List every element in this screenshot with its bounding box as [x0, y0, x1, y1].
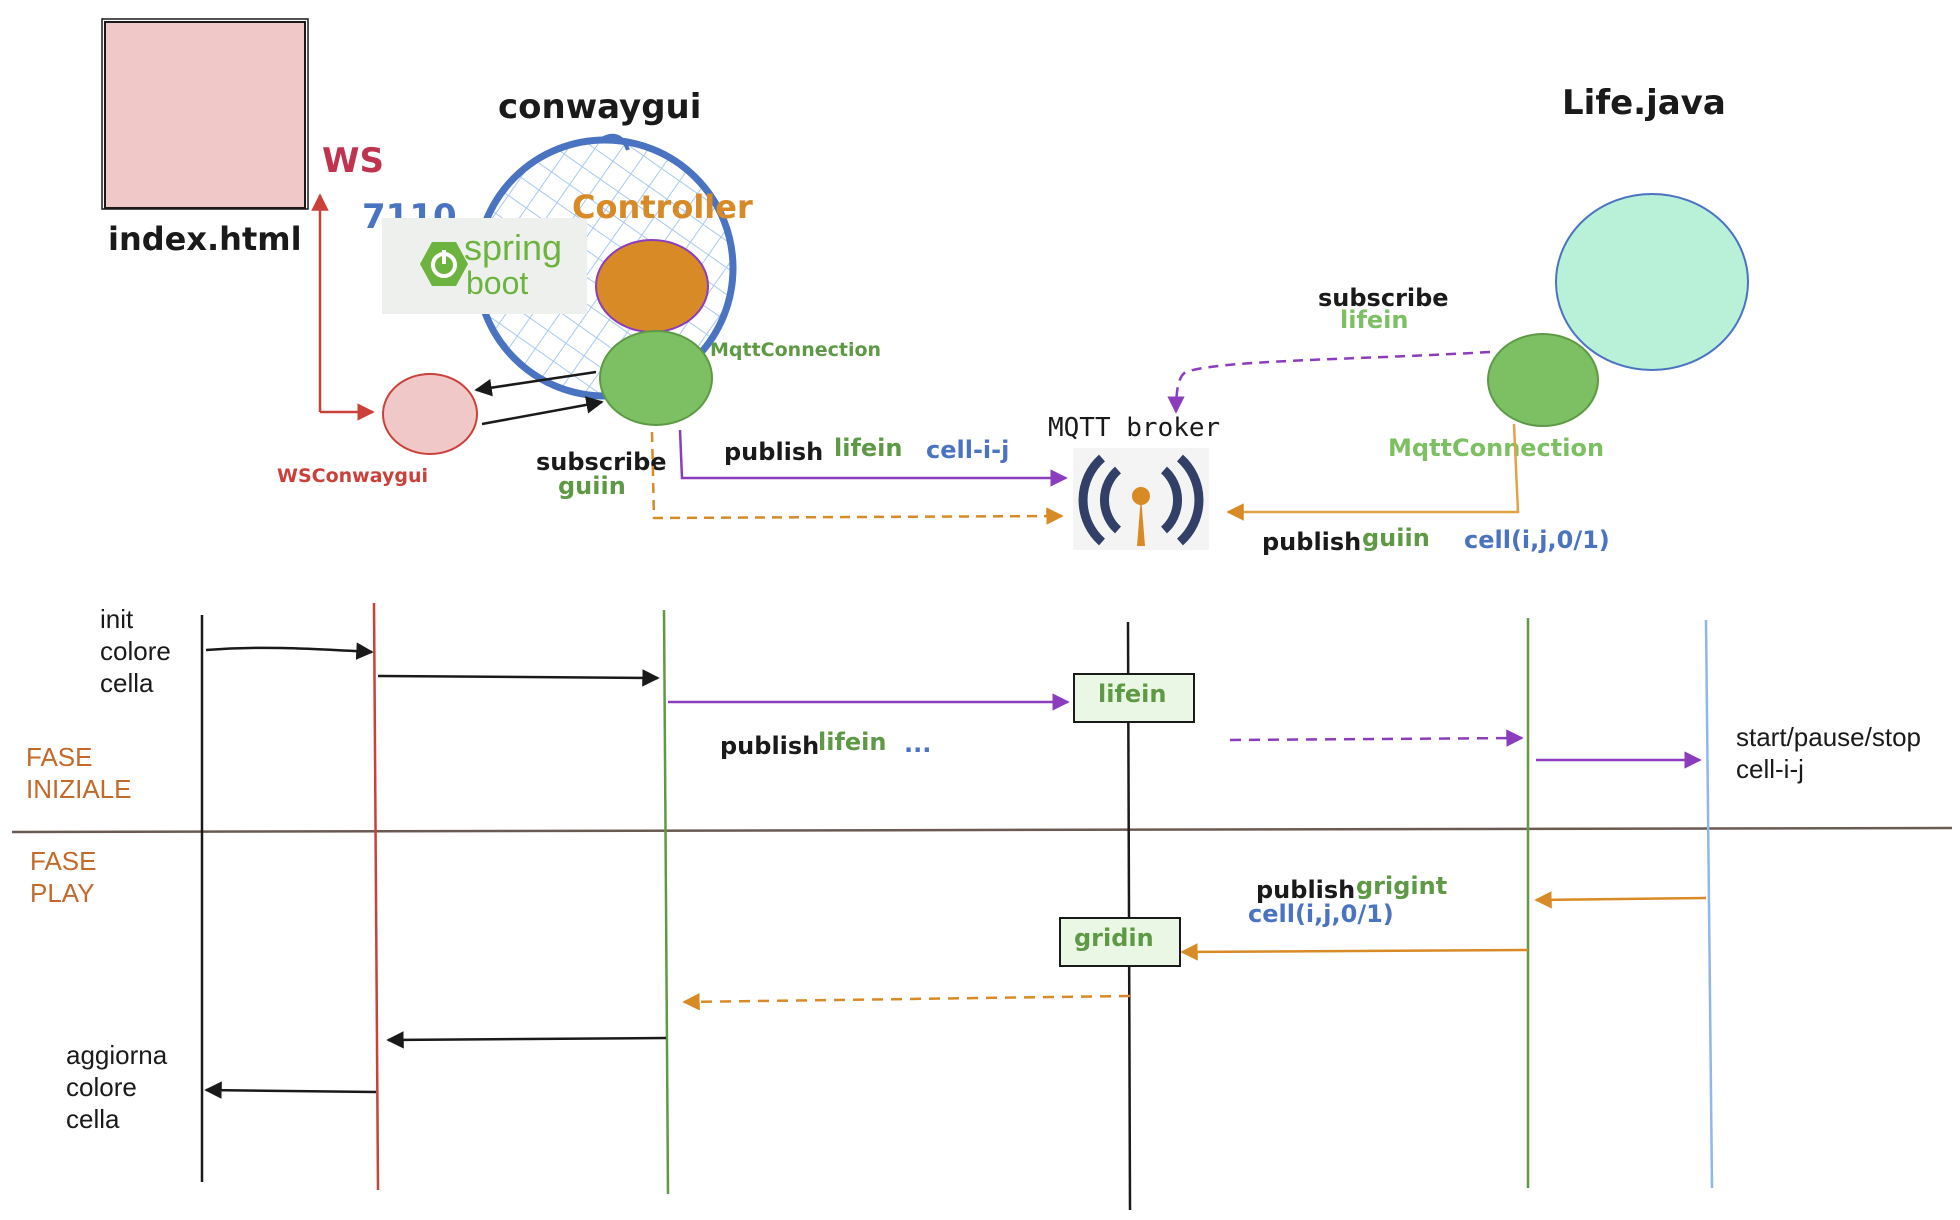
mqtt-connection-left-label: MqttConnection [710, 339, 881, 361]
phase-play-line1: FASE [30, 846, 96, 876]
life-title: Life.java [1562, 83, 1726, 123]
mqtt-broker-node: MQTT broker [1048, 413, 1220, 550]
publish-play-label: publish [1256, 876, 1355, 904]
gridin-box-label: gridin [1074, 924, 1154, 952]
lifein-box [1073, 673, 1195, 723]
subscribe-right-label: subscribe [1318, 284, 1449, 312]
index-html-label: index.html [108, 220, 302, 258]
publish-left-label: publish [724, 438, 823, 466]
publish-right-label: publish [1262, 528, 1361, 556]
seq-life-to-mqtt-right [1534, 891, 1707, 909]
gridin-box [1059, 917, 1181, 967]
mqtt-to-ws-arrow [474, 370, 597, 397]
mqtt-connection-right-node [1487, 333, 1599, 427]
seq-broker-to-mqtt-right [1229, 729, 1524, 747]
publish-right-msg: cell(i,j,0/1) [1464, 526, 1610, 554]
ws-to-mqtt-arrow [481, 396, 604, 426]
publish-mid-msg: ... [904, 730, 931, 758]
seq-broker-to-gui [682, 993, 1131, 1011]
init-line1: init [100, 604, 134, 634]
publish-left-msg: cell-i-j [926, 436, 1009, 464]
publish-lifein-arrow [678, 429, 1068, 487]
subscribe-right-topic: lifein [1340, 306, 1408, 334]
controller-label: Controller [572, 188, 753, 226]
publish-play-topic: grigint [1356, 872, 1447, 900]
controller-node [595, 239, 709, 333]
update-line3: cella [66, 1104, 120, 1134]
seq-init-to-ws [205, 642, 374, 660]
subscribe-left-label: subscribe [536, 448, 667, 476]
init-line2: colore [100, 636, 171, 666]
publish-mid-label: publish [720, 732, 819, 760]
spring-logo-word-spring: spring [464, 227, 562, 268]
phase-play-line2: PLAY [30, 878, 95, 908]
wsconwaygui-node [382, 373, 478, 455]
publish-guiin-arrow [1226, 423, 1520, 521]
seq-mqtt-right-to-broker [1180, 943, 1529, 961]
phase-divider [11, 826, 1953, 834]
lifeline-wsconwaygui [372, 602, 380, 1191]
start-line1: start/pause/stop [1736, 722, 1921, 752]
publish-left-topic: lifein [834, 434, 902, 462]
update-line1: aggiorna [66, 1040, 168, 1070]
phase-initial-line1: FASE [26, 742, 92, 772]
publish-right-topic: guiin [1362, 524, 1430, 552]
lifein-box-label: lifein [1098, 680, 1166, 708]
update-line2: colore [66, 1072, 137, 1102]
conwaygui-title: conwaygui [498, 87, 701, 127]
lifeline-life [1704, 619, 1714, 1189]
publish-play-msg: cell(i,j,0/1) [1248, 900, 1394, 928]
lifeline-conwaygui [662, 609, 670, 1195]
wsconwaygui-label: WSConwaygui [277, 465, 428, 487]
start-line2: cell-i-j [1736, 754, 1804, 784]
spring-boot-logo: spring boot [382, 218, 587, 314]
subscribe-guiin-arrow [650, 431, 1064, 525]
spring-logo-word-boot: boot [466, 265, 528, 301]
index-html-node: index.html [101, 18, 309, 258]
ws-label: WS [322, 141, 384, 181]
subscribe-lifein-arrow [1167, 350, 1491, 414]
seq-ws-to-index [204, 1081, 377, 1099]
mqtt-connection-left-node [599, 330, 713, 426]
life-node [1555, 193, 1749, 371]
init-line3: cella [100, 668, 154, 698]
publish-mid-topic: lifein [818, 728, 886, 756]
subscribe-left-topic: guiin [558, 472, 626, 500]
broker-label: MQTT broker [1048, 413, 1220, 443]
seq-ws-to-gui [377, 669, 660, 687]
mqtt-connection-right-label: MqttConnection [1388, 434, 1604, 462]
seq-gui-to-ws [386, 1031, 667, 1049]
phase-initial-line2: INIZIALE [26, 774, 131, 804]
